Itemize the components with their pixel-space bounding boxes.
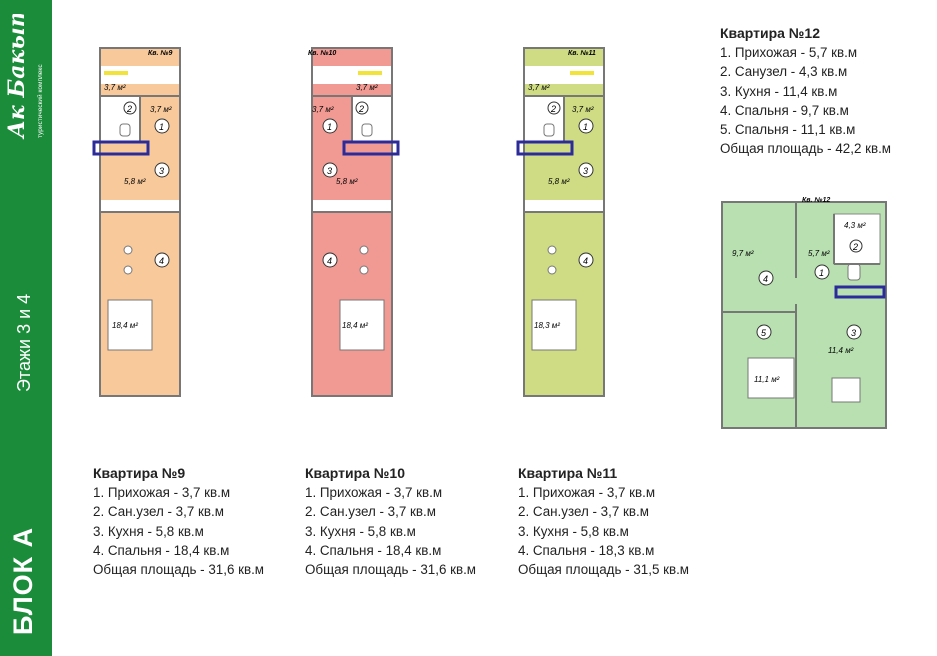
area-2: 3,7 м² — [104, 83, 126, 92]
area-3: 5,8 м² — [548, 177, 570, 186]
apt-title: Квартира №10 — [305, 465, 405, 481]
apt-line: 5. Спальня - 11,1 кв.м — [720, 122, 856, 138]
room-num-1: 1 — [327, 122, 332, 132]
apt-line: 2. Сан.узел - 3,7 кв.м — [518, 504, 649, 520]
room-num-4: 4 — [583, 256, 588, 266]
area-2: 4,3 м² — [844, 221, 866, 230]
apt-title: Квартира №9 — [93, 465, 186, 481]
apt-line: 3. Кухня - 5,8 кв.м — [93, 523, 204, 539]
room-num-3: 3 — [851, 328, 856, 338]
room-num-4: 4 — [327, 256, 332, 266]
floors-label: Этажи 3 и 4 — [14, 293, 34, 392]
apt-tag: Кв. №10 — [308, 50, 336, 57]
apt-line: 3. Кухня - 5,8 кв.м — [518, 523, 629, 539]
apt11-info: Квартира №11 1. Прихожая - 3,7 кв.м 2. С… — [518, 464, 689, 579]
apt-line: 2. Сан.узел - 3,7 кв.м — [93, 504, 224, 520]
floor-plan-apt9: Кв. №9 3,7 м² 3,7 м² 2 1 5,8 м² 3 4 18,4… — [92, 38, 188, 400]
logo: Ак Бакыт туристический комплекс — [4, 14, 44, 140]
svg-text:Ак Бакыт: Ак Бакыт — [4, 14, 30, 140]
apt-total: Общая площадь - 31,6 кв.м — [305, 562, 477, 578]
apt-line: 1. Прихожая - 3,7 кв.м — [93, 485, 231, 501]
area-4: 18,4 м² — [112, 321, 138, 330]
apt-line: 4. Спальня - 18,4 кв.м — [93, 542, 230, 558]
area-1: 3,7 м² — [312, 105, 334, 114]
apt-line: 1. Прихожая - 3,7 кв.м — [518, 485, 656, 501]
apt-tag: Кв. №11 — [568, 50, 596, 57]
area-4: 9,7 м² — [732, 249, 754, 258]
room-num-3: 3 — [583, 166, 588, 176]
room-num-1: 1 — [159, 122, 164, 132]
area-3: 5,8 м² — [124, 177, 146, 186]
svg-text:туристический комплекс: туристический комплекс — [36, 64, 44, 138]
area-5: 11,1 м² — [754, 375, 780, 384]
area-2: 3,7 м² — [356, 83, 378, 92]
area-1: 3,7 м² — [572, 105, 594, 114]
room-num-1: 1 — [819, 268, 824, 278]
room-num-2: 2 — [358, 104, 364, 114]
area-3: 5,8 м² — [336, 177, 358, 186]
apt-line: 4. Спальня - 18,3 кв.м — [518, 542, 655, 558]
floor-plan-apt10: Кв. №10 3,7 м² 3,7 м² 2 1 5,8 м² 3 4 18,… — [304, 38, 400, 400]
room-num-2: 2 — [126, 104, 132, 114]
apt-line: 2. Санузел - 4,3 кв.м — [720, 64, 848, 80]
sidebar: Ак Бакыт туристический комплекс Этажи 3 … — [0, 0, 52, 656]
area-1: 5,7 м² — [808, 249, 830, 258]
apt-tag: Кв. №9 — [148, 50, 172, 57]
apt-line: 2. Сан.узел - 3,7 кв.м — [305, 504, 436, 520]
room-num-4: 4 — [159, 256, 164, 266]
apt12-info: Квартира №12 1. Прихожая - 5,7 кв.м 2. С… — [720, 24, 891, 158]
room-num-1: 1 — [583, 122, 588, 132]
area-1: 3,7 м² — [150, 105, 172, 114]
room-num-2: 2 — [550, 104, 556, 114]
block-label: БЛОК А — [8, 526, 38, 635]
apt-total: Общая площадь - 31,6 кв.м — [93, 562, 265, 578]
area-2: 3,7 м² — [528, 83, 550, 92]
apt-line: 3. Кухня - 11,4 кв.м — [720, 83, 838, 99]
room-num-5: 5 — [761, 328, 767, 338]
area-4: 18,4 м² — [342, 321, 368, 330]
apt10-info: Квартира №10 1. Прихожая - 3,7 кв.м 2. С… — [305, 464, 476, 579]
apt-total: Общая площадь - 42,2 кв.м — [720, 141, 892, 157]
apt-line: 3. Кухня - 5,8 кв.м — [305, 523, 416, 539]
area-4: 18,3 м² — [534, 321, 560, 330]
room-num-3: 3 — [327, 166, 332, 176]
apt9-info: Квартира №9 1. Прихожая - 3,7 кв.м 2. Са… — [93, 464, 264, 579]
room-num-4: 4 — [763, 274, 768, 284]
apt-title: Квартира №12 — [720, 25, 820, 41]
area-3: 11,4 м² — [828, 346, 854, 355]
apt-line: 1. Прихожая - 3,7 кв.м — [305, 485, 443, 501]
floor-plan-apt12: Кв. №12 4,3 м² 2 9,7 м² 5,7 м² 1 4 5 3 1… — [718, 188, 890, 432]
apt-tag: Кв. №12 — [802, 197, 830, 204]
room-num-3: 3 — [159, 166, 164, 176]
apt-title: Квартира №11 — [518, 465, 618, 481]
apt-line: 4. Спальня - 18,4 кв.м — [305, 542, 442, 558]
apt-line: 4. Спальня - 9,7 кв.м — [720, 102, 849, 118]
apt-total: Общая площадь - 31,5 кв.м — [518, 562, 690, 578]
floor-plan-apt11: Кв. №11 3,7 м² 3,7 м² 2 1 5,8 м² 3 4 18,… — [516, 38, 612, 400]
apt-line: 1. Прихожая - 5,7 кв.м — [720, 45, 858, 61]
room-num-2: 2 — [852, 242, 858, 252]
